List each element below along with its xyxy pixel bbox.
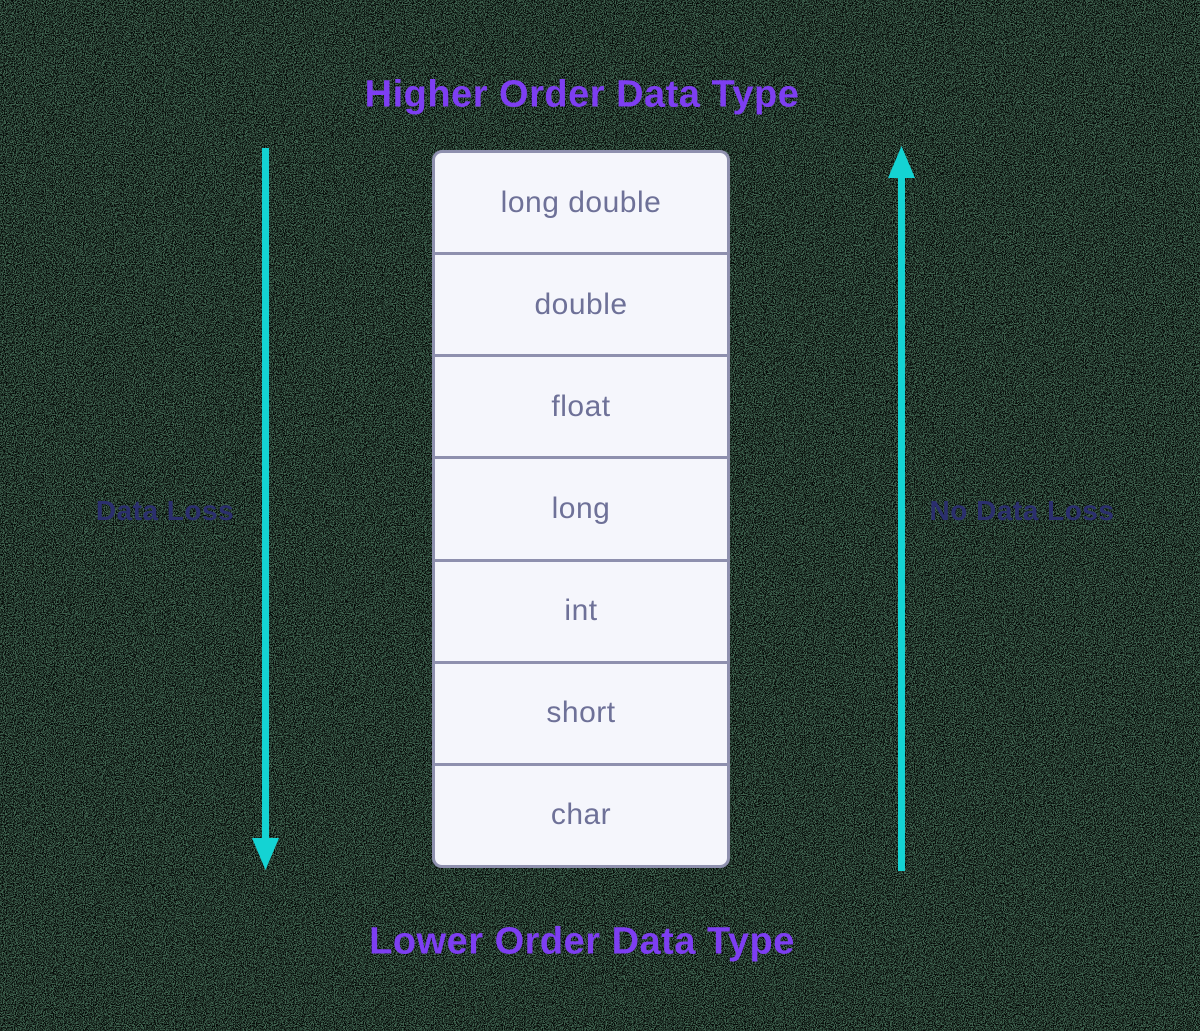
lower-order-title: Lower Order Data Type — [369, 920, 795, 963]
higher-order-title: Higher Order Data Type — [364, 73, 800, 116]
stack-row-long-double: long double — [500, 185, 662, 219]
stack-row-char: char — [435, 762, 727, 865]
stack-row-int: int — [435, 558, 727, 661]
stack-row-short: short — [435, 660, 727, 763]
stack-row-double: double — [435, 252, 727, 354]
stack-row-long: long — [435, 456, 727, 558]
stack-row-float: float — [435, 354, 727, 456]
arrowhead-down-icon — [252, 838, 279, 870]
datatype-stack: long double double float long int short … — [432, 150, 730, 868]
data-loss-arrow — [252, 148, 279, 870]
data-loss-label: Data Loss — [95, 495, 235, 526]
arrowhead-up-icon — [888, 146, 915, 178]
no-data-loss-arrow — [888, 146, 915, 871]
no-data-loss-label: No Data Loss — [929, 495, 1115, 526]
